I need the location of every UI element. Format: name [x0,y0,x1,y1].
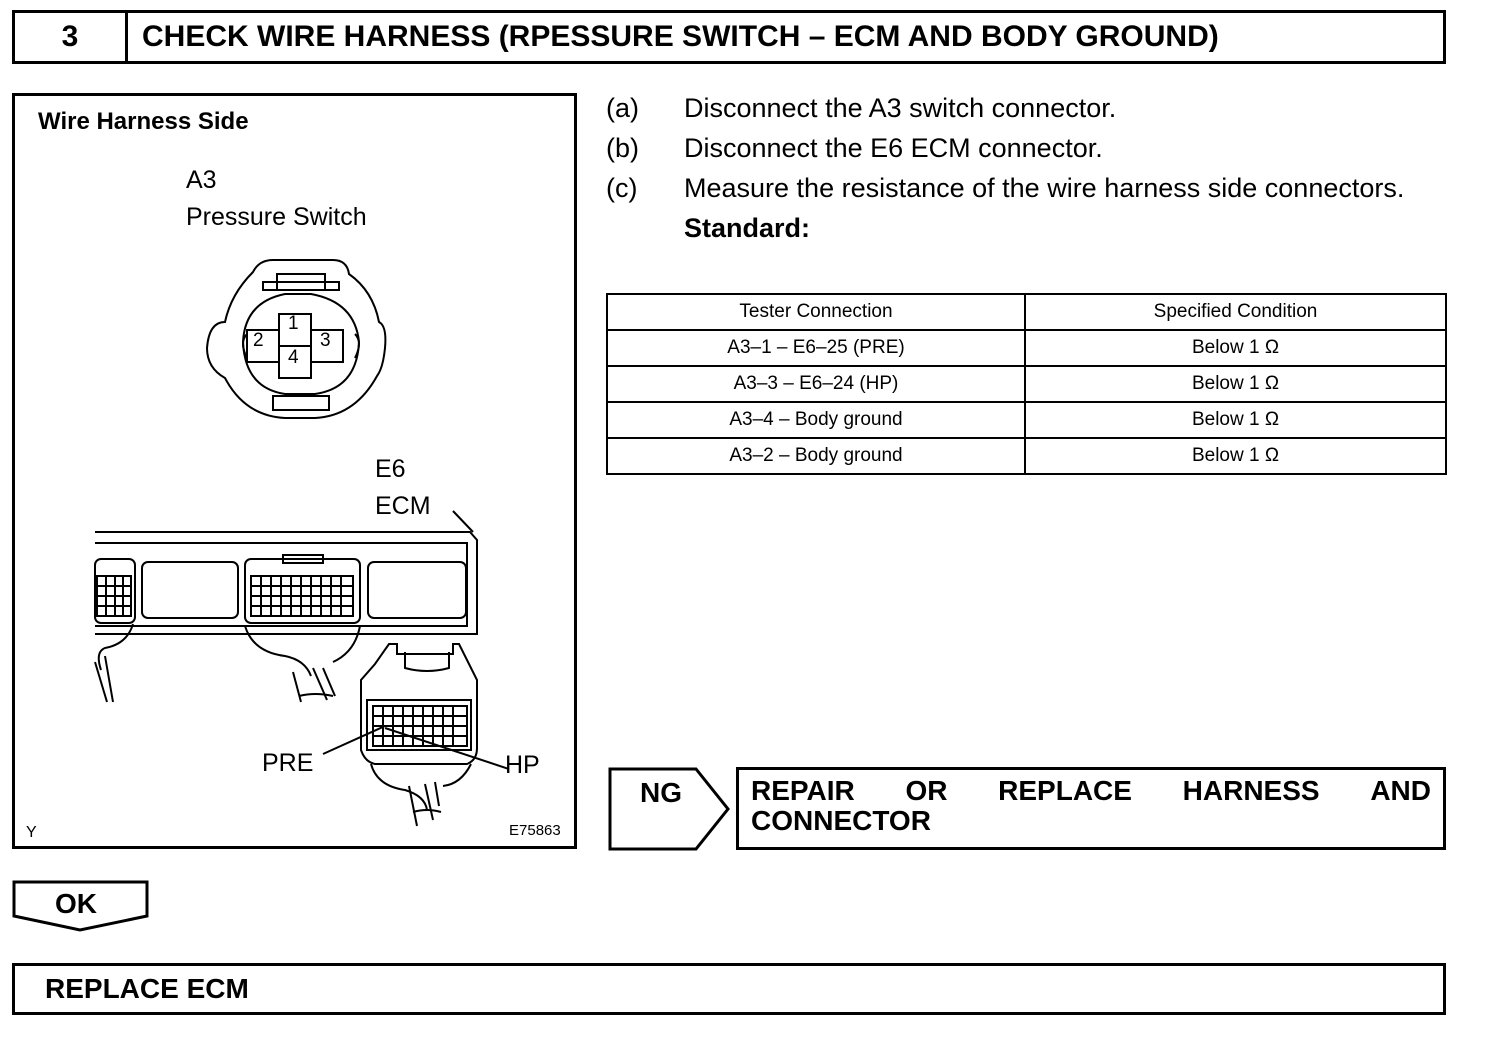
ng-action-word: HARNESS [1182,775,1320,806]
step-text: Disconnect the E6 ECM connector. [684,133,1103,163]
pin-number-4: 4 [288,347,299,368]
step-label: (c) [606,173,638,203]
column-header: Tester Connection [606,293,1026,331]
step-text: Measure the resistance of the wire harne… [684,173,1405,203]
e6-connector-id: E6 [375,455,406,483]
e6-connector-name: ECM [375,492,431,520]
final-action-box: REPLACE ECM [12,963,1446,1015]
ng-action-word: OR [905,775,948,806]
step-item: (b) Disconnect the E6 ECM connector. [606,128,1456,168]
ng-action-word: REPLACE [998,775,1132,806]
column-header: Specified Condition [1024,293,1447,331]
ok-label: OK [55,888,97,919]
connector-drawing [94,259,510,827]
table-cell: Below 1 Ω [1024,437,1447,475]
pre-leader-line [322,725,386,755]
wire-harness-figure: Wire Harness Side A3 Pressure Switch E6 … [12,93,577,849]
table-cell: A3–2 – Body ground [606,437,1026,475]
hp-label: HP [505,751,540,779]
table-row: A3–3 – E6–24 (HP) Below 1 Ω [606,365,1447,403]
pin-number-1: 1 [288,313,299,334]
ng-arrow-icon [608,767,730,851]
ecm-body-icon [94,510,478,635]
table-cell: Below 1 Ω [1024,365,1447,403]
table-row: A3–1 – E6–25 (PRE) Below 1 Ω [606,329,1447,367]
step-text: Disconnect the A3 switch connector. [684,93,1117,123]
ng-action-word: AND [1370,775,1431,806]
procedure-steps: (a) Disconnect the A3 switch connector. … [606,88,1456,248]
figure-code: E75863 [509,822,561,839]
table-cell: Below 1 Ω [1024,401,1447,439]
pin-number-2: 2 [253,330,264,351]
ng-action-box: REPAIR OR REPLACE HARNESS AND CONNECTOR [736,767,1446,850]
a3-connector-icon [205,259,387,419]
resistance-spec-table: Tester Connection Specified Condition A3… [606,293,1447,475]
step-label: (a) [606,93,639,123]
step-number: 3 [12,10,128,64]
table-cell: Below 1 Ω [1024,329,1447,367]
figure-title: Wire Harness Side [38,108,249,135]
table-cell: A3–1 – E6–25 (PRE) [606,329,1026,367]
ng-action-line2: CONNECTOR [751,805,931,836]
ng-label: NG [640,777,682,808]
table-cell: A3–3 – E6–24 (HP) [606,365,1026,403]
table-header-row: Tester Connection Specified Condition [606,293,1447,331]
step-item: (a) Disconnect the A3 switch connector. [606,88,1456,128]
e6-connector-icon [360,643,478,827]
hp-leader-line [384,727,510,770]
standard-label: Standard: [684,213,811,243]
step-label: (b) [606,133,639,163]
table-row: A3–4 – Body ground Below 1 Ω [606,401,1447,439]
table-cell: A3–4 – Body ground [606,401,1026,439]
harness-wires-icon [94,623,361,703]
ng-action-word: REPAIR [751,775,855,806]
step-item: (c) Measure the resistance of the wire h… [606,168,1456,208]
a3-connector-name: Pressure Switch [186,203,367,231]
ok-arrow-icon [12,880,149,932]
pin-number-3: 3 [320,330,331,351]
step-title: CHECK WIRE HARNESS (RPESSURE SWITCH – EC… [125,10,1446,64]
table-row: A3–2 – Body ground Below 1 Ω [606,437,1447,475]
a3-connector-id: A3 [186,166,217,194]
pre-label: PRE [262,749,314,777]
corner-mark: Y [26,824,37,841]
